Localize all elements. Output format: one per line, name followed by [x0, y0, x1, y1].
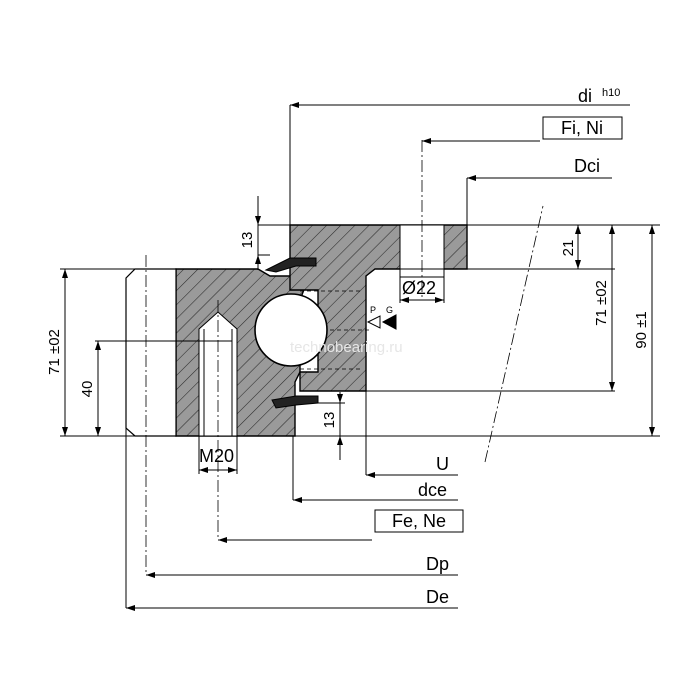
label-di: di [578, 86, 592, 106]
dim-inner-offset: 21 [560, 240, 577, 257]
marker-g: G [386, 305, 393, 315]
ball [254, 293, 328, 367]
label-de: De [426, 587, 449, 607]
dim-right-height: 71 ±02 [593, 280, 610, 326]
top-seal [264, 257, 317, 273]
fe-ne-box [374, 509, 464, 533]
watermark-text: technobearing.ru [290, 339, 403, 356]
dim-left-height: 71 ±02 [46, 329, 63, 375]
p-marker-icon [366, 315, 381, 329]
fi-ni-box [542, 116, 623, 140]
label-u: U [436, 454, 449, 474]
marker-p: P [370, 305, 376, 315]
dim-bottom-step: 13 [321, 412, 338, 429]
extension-lines [60, 105, 660, 500]
outer-edge-band [125, 255, 177, 608]
dim-left-offset: 40 [79, 381, 96, 398]
dim-hole-diameter: Ø22 [402, 278, 436, 298]
label-dp: Dp [426, 554, 449, 574]
dim-top-step: 13 [239, 232, 256, 249]
dim-bolt-thread: M20 [199, 446, 234, 466]
label-dce: dce [418, 480, 447, 500]
leader-lines [126, 104, 630, 609]
dimension-lines [62, 102, 655, 611]
g-marker-icon [381, 314, 397, 330]
label-dci: Dci [574, 156, 600, 176]
dim-total-height: 90 ±1 [633, 311, 650, 348]
label-fe-ne: Fe, Ne [392, 511, 446, 531]
label-di-tolerance: h10 [602, 87, 620, 99]
inner-ring-mounting-hole [399, 140, 445, 300]
outer-ring-threaded-hole [198, 300, 238, 540]
label-fi-ni: Fi, Ni [561, 118, 603, 138]
pg-markers: P G [366, 305, 397, 330]
